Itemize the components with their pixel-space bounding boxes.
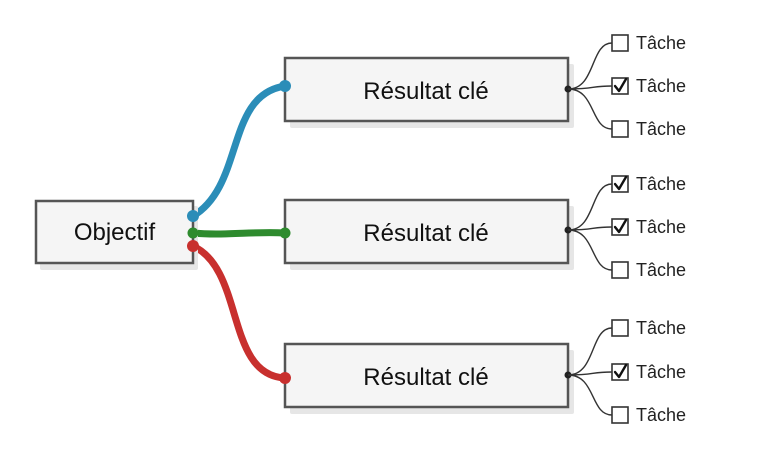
key-result-node-2[interactable]: Résultat clé	[283, 198, 574, 270]
task-item[interactable]: Tâche	[611, 76, 686, 96]
task-label: Tâche	[636, 174, 686, 194]
dot-objective-3	[187, 240, 199, 252]
task-item[interactable]: Tâche	[611, 318, 686, 338]
objective-node[interactable]: Objectif	[34, 199, 198, 270]
task-branch-line	[567, 371, 613, 376]
task-item[interactable]: Tâche	[611, 405, 686, 425]
task-branch-line	[567, 374, 613, 416]
task-item[interactable]: Tâche	[611, 260, 686, 280]
task-label: Tâche	[636, 260, 686, 280]
task-groups: TâcheTâcheTâcheTâcheTâcheTâcheTâcheTâche…	[564, 33, 686, 425]
task-label: Tâche	[636, 362, 686, 382]
dot-key-result-3	[279, 372, 291, 384]
dot-key-result-2	[279, 227, 291, 239]
task-branch-line	[567, 183, 613, 231]
task-item[interactable]: Tâche	[611, 33, 686, 53]
task-branch-line	[567, 85, 613, 90]
connector-key-result-3	[189, 242, 289, 382]
checkbox-unchecked[interactable]	[611, 406, 629, 424]
task-branch-line	[567, 88, 613, 130]
task-item[interactable]: Tâche	[611, 119, 686, 139]
task-item[interactable]: Tâche	[611, 217, 686, 237]
checkbox-unchecked[interactable]	[611, 319, 629, 337]
connectors	[189, 82, 289, 382]
task-label: Tâche	[636, 405, 686, 425]
task-label: Tâche	[636, 76, 686, 96]
key-result-label-2: Résultat clé	[363, 220, 488, 247]
checkmark-icon	[613, 218, 628, 234]
task-label: Tâche	[636, 217, 686, 237]
connector-key-result-2	[189, 229, 289, 238]
connector-key-result-1	[189, 82, 289, 220]
dot-objective-2	[187, 227, 199, 239]
key-result-node-1[interactable]: Résultat clé	[283, 56, 574, 128]
dot-objective-1	[187, 210, 199, 222]
task-item[interactable]: Tâche	[611, 362, 686, 382]
checkmark-icon	[613, 77, 628, 93]
task-branch-line	[567, 42, 613, 90]
task-branch-line	[567, 226, 613, 231]
checkbox-unchecked[interactable]	[611, 120, 629, 138]
task-item[interactable]: Tâche	[611, 174, 686, 194]
checkmark-icon	[613, 175, 628, 191]
objective-label: Objectif	[74, 219, 156, 246]
key-result-node-3[interactable]: Résultat clé	[283, 342, 574, 414]
connector-dots	[187, 80, 291, 384]
task-label: Tâche	[636, 33, 686, 53]
task-branch-line	[567, 229, 613, 271]
dot-key-result-1	[279, 80, 291, 92]
key-result-label-1: Résultat clé	[363, 78, 488, 105]
checkmark-icon	[613, 363, 628, 379]
key-result-label-3: Résultat clé	[363, 364, 488, 391]
task-label: Tâche	[636, 119, 686, 139]
checkbox-unchecked[interactable]	[611, 34, 629, 52]
task-label: Tâche	[636, 318, 686, 338]
task-branch-line	[567, 327, 613, 376]
checkbox-unchecked[interactable]	[611, 261, 629, 279]
